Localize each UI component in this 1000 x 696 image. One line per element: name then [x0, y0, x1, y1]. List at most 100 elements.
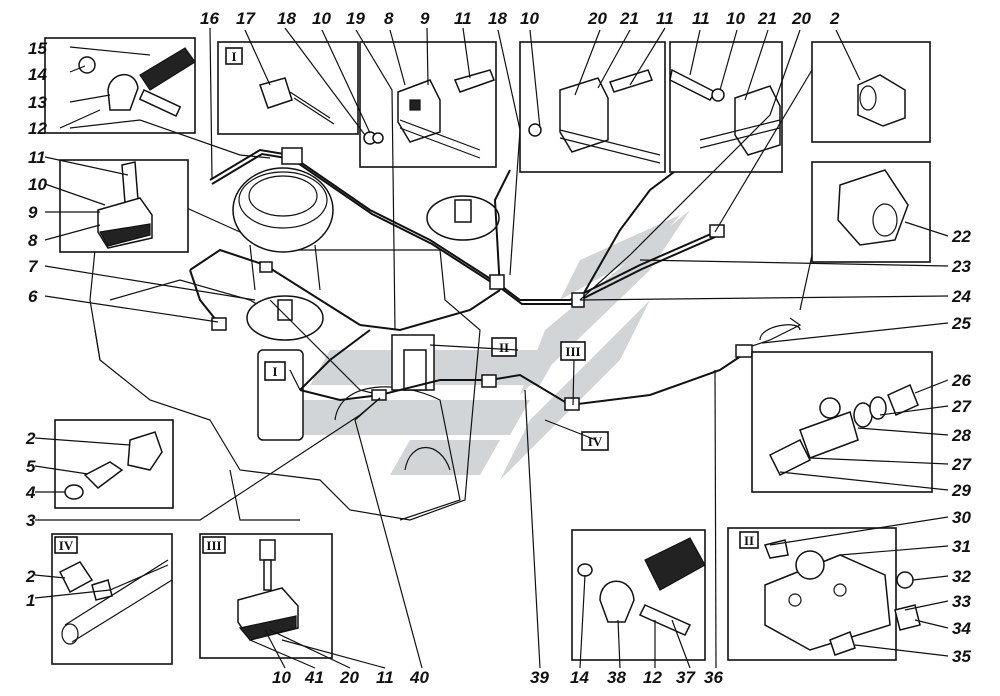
callout-17: 17 — [236, 9, 256, 28]
line-fitting-2 — [709, 224, 725, 238]
callout-27-a: 27 — [951, 397, 972, 416]
callout-14-top: 14 — [28, 65, 47, 84]
callout-20-bottom: 20 — [339, 668, 359, 687]
callout-11-bottom: 11 — [376, 668, 394, 687]
leader-lines — [34, 27, 949, 669]
callout-6: 6 — [28, 287, 38, 306]
callout-11-b: 11 — [656, 9, 674, 28]
callout-19: 19 — [346, 9, 365, 28]
line-clamp-f — [564, 397, 580, 411]
callout-41: 41 — [304, 668, 324, 687]
detail-box-fitting-left — [54, 419, 174, 509]
callout-24: 24 — [951, 287, 971, 306]
callout-10-bottom: 10 — [272, 668, 291, 687]
detail-box-bracket-b — [519, 41, 666, 173]
line-fitting-6 — [211, 317, 227, 331]
callout-3: 3 — [26, 511, 36, 530]
callout-39: 39 — [530, 668, 549, 687]
detail-box-bracket-c — [669, 41, 783, 173]
engine-block — [89, 167, 500, 521]
callout-2-bottom: 2 — [25, 567, 36, 586]
callout-4: 4 — [25, 483, 36, 502]
line-clamp-d — [371, 389, 387, 401]
detail-box-bracket-left — [59, 159, 189, 253]
view-marker-iii-engine: III — [565, 344, 580, 359]
view-marker-iv: IV — [59, 538, 74, 553]
callout-12-top: 12 — [28, 119, 47, 138]
line-fitting-25 — [735, 344, 753, 358]
view-marker-box-ii — [739, 531, 759, 549]
callout-1: 1 — [26, 591, 35, 610]
callout-40: 40 — [409, 668, 429, 687]
view-marker-i: I — [231, 49, 236, 64]
detail-box-hose-bottom — [571, 529, 706, 661]
view-marker-box-iv — [54, 536, 78, 554]
callout-numbers: 15 14 13 12 11 10 9 8 7 6 2 5 4 3 2 1 16… — [25, 9, 972, 687]
callout-20-a: 20 — [587, 9, 607, 28]
callout-9-top: 9 — [420, 9, 430, 28]
view-marker-ii-engine: II — [499, 340, 509, 355]
callout-2-top: 2 — [829, 9, 840, 28]
air-filter — [232, 167, 334, 253]
detail-box-nut-2 — [811, 41, 931, 143]
callout-15: 15 — [28, 39, 47, 58]
detail-box-nut-22 — [811, 161, 931, 263]
view-marker-box-iii — [202, 536, 226, 554]
view-marker-iv-engine: IV — [588, 434, 603, 449]
callout-5: 5 — [26, 457, 36, 476]
callout-2-left: 2 — [25, 429, 36, 448]
view-marker-iii-box: III — [206, 538, 221, 553]
callout-13: 13 — [28, 93, 47, 112]
callout-20-b: 20 — [791, 9, 811, 28]
callout-22: 22 — [951, 227, 971, 246]
callout-9-left: 9 — [28, 203, 38, 222]
line-clamp-b — [489, 274, 505, 290]
detail-box-view-iii: III — [199, 533, 333, 659]
line-clamp-a — [259, 261, 273, 273]
callout-21-b: 21 — [757, 9, 777, 28]
callout-36: 36 — [704, 668, 723, 687]
callout-8-top: 8 — [384, 9, 394, 28]
callout-7: 7 — [28, 257, 39, 276]
callout-31: 31 — [952, 537, 971, 556]
callout-35: 35 — [952, 647, 971, 666]
callout-18-a: 18 — [277, 9, 296, 28]
view-marker-i-engine: I — [272, 364, 277, 379]
callout-28: 28 — [951, 426, 971, 445]
detail-box-view-ii: II — [727, 527, 921, 661]
callout-10-left: 10 — [28, 175, 47, 194]
detail-box-hose-clamp — [44, 37, 196, 134]
callout-10-b: 10 — [520, 9, 539, 28]
callout-32: 32 — [952, 567, 971, 586]
callout-26: 26 — [951, 371, 971, 390]
line-clamp-e — [481, 374, 497, 388]
view-marker-ii-box: II — [744, 533, 754, 548]
detail-box-view-i: I — [217, 41, 359, 135]
fuel-lines — [189, 147, 802, 411]
callout-38: 38 — [607, 668, 626, 687]
callout-10-a: 10 — [312, 9, 331, 28]
callout-14-bottom: 14 — [570, 668, 589, 687]
callout-27-b: 27 — [951, 455, 972, 474]
detail-box-fitting-assembly — [751, 351, 933, 493]
callout-18-b: 18 — [488, 9, 507, 28]
callout-16: 16 — [200, 9, 219, 28]
callout-37: 37 — [676, 668, 696, 687]
callout-11-a: 11 — [454, 9, 472, 28]
callout-30: 30 — [952, 508, 971, 527]
callout-10-c: 10 — [726, 9, 745, 28]
view-markers-on-engine: I II III IV — [264, 337, 609, 451]
callout-11-c: 11 — [692, 9, 710, 28]
callout-29: 29 — [951, 481, 971, 500]
line-clamp-top — [281, 147, 303, 165]
detail-box-view-iv: IV — [51, 533, 173, 665]
callout-25: 25 — [951, 314, 971, 333]
callout-11-left: 11 — [28, 148, 46, 167]
callout-12-bottom: 12 — [643, 668, 662, 687]
callout-34: 34 — [952, 619, 971, 638]
callout-8-left: 8 — [28, 231, 38, 250]
view-marker-box-i — [225, 47, 243, 65]
callout-33: 33 — [952, 592, 971, 611]
callout-21-a: 21 — [619, 9, 639, 28]
